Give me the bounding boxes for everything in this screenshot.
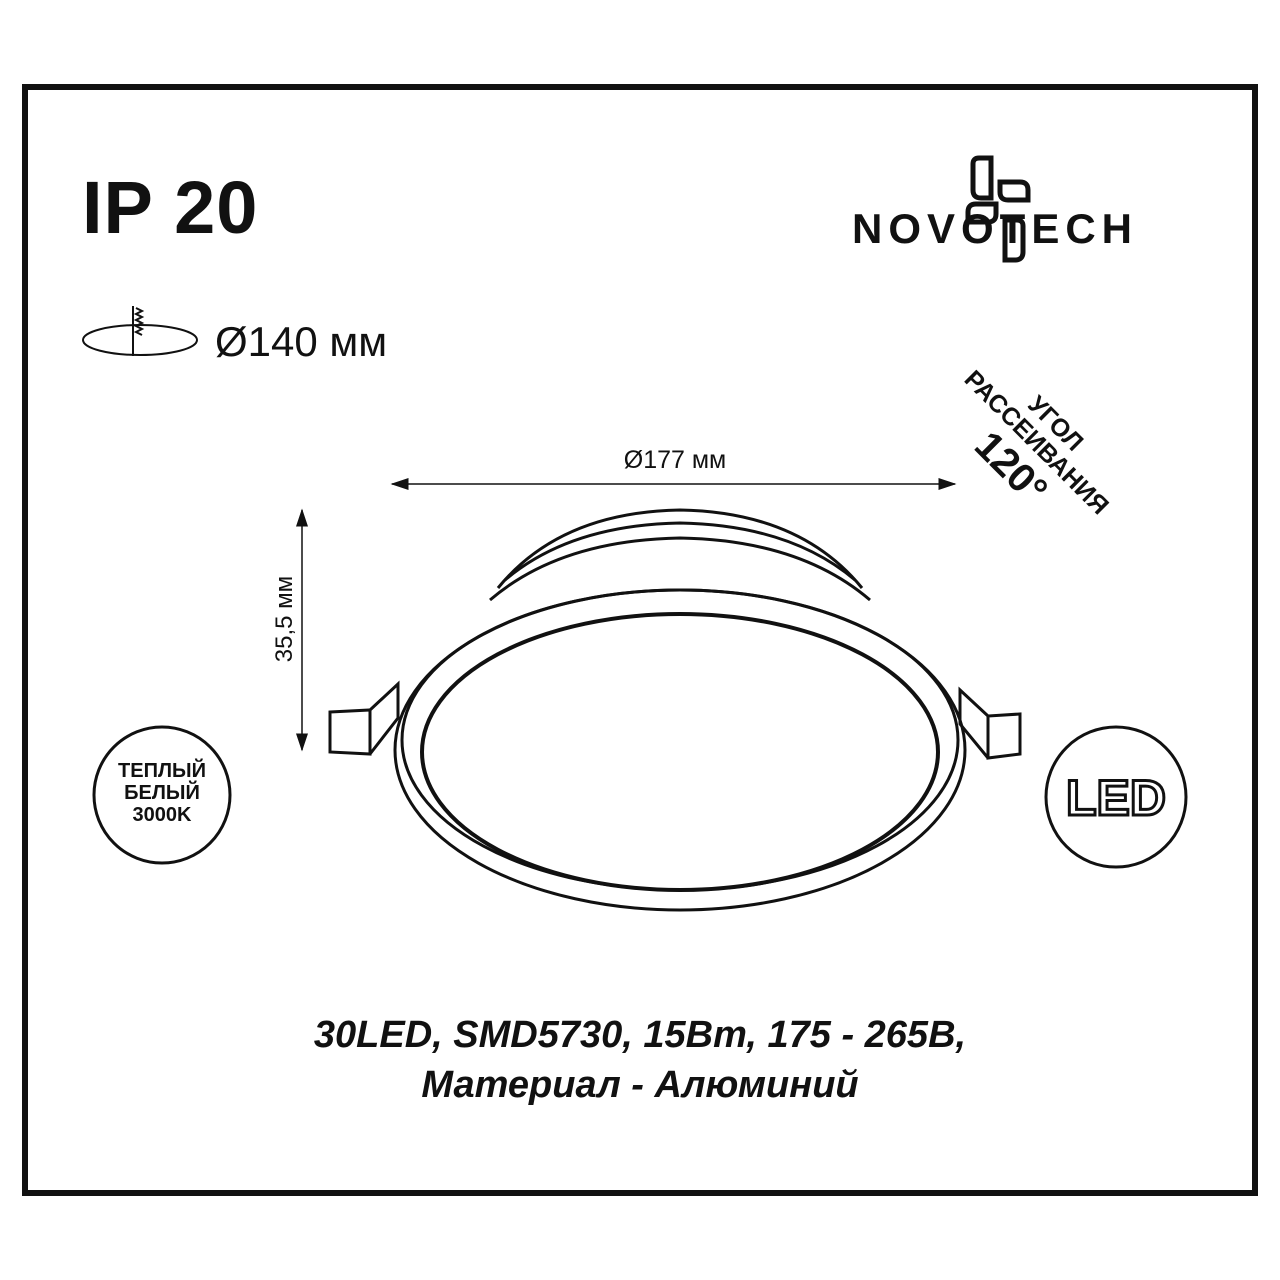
- recessed-mount-icon: [82, 306, 198, 356]
- novotech-logo-icon: [965, 155, 1031, 263]
- color-temp-line3: 3000K: [132, 804, 192, 826]
- brand-logo: NOVOTECH: [852, 205, 1139, 252]
- color-temp-line1: ТЕПЛЫЙ: [118, 760, 206, 782]
- border-frame: [22, 84, 1258, 1196]
- led-badge: [1044, 725, 1188, 869]
- ip-rating: IP 20: [82, 166, 259, 249]
- led-badge-text: LED: [1066, 770, 1166, 826]
- color-temp-text: ТЕПЛЫЙ БЕЛЫЙ 3000K: [94, 760, 230, 826]
- cutout-diameter: Ø140 мм: [215, 318, 388, 365]
- height-label: 35,5 мм: [271, 575, 298, 663]
- color-temp-badge: [92, 725, 232, 865]
- outer-diameter-label: Ø177 мм: [623, 446, 727, 474]
- specs-line1: 30LED, SMD5730, 15Вт, 175 - 265В,: [313, 1014, 967, 1056]
- downlight-drawing: [328, 508, 1022, 912]
- color-temp-line2: БЕЛЫЙ: [124, 782, 200, 804]
- specs-line2: Материал - Алюминий: [421, 1064, 859, 1106]
- specifications: 30LED, SMD5730, 15Вт, 175 - 265В, Матери…: [0, 1010, 1280, 1110]
